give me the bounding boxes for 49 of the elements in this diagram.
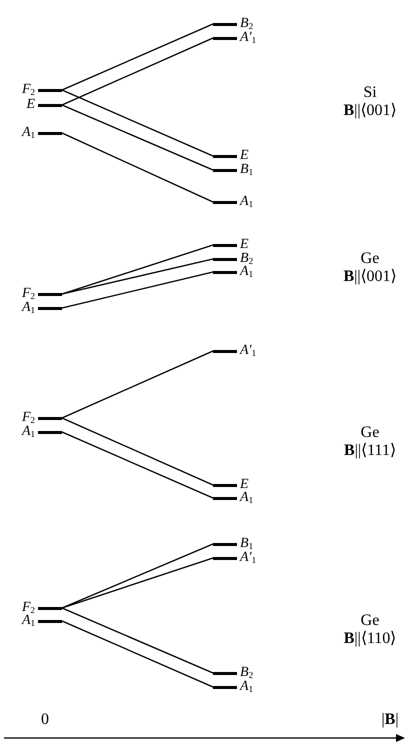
level-label: E bbox=[240, 149, 249, 163]
level-label: B$_{2}$ bbox=[240, 666, 254, 680]
panel-label: B||⟨001⟩ bbox=[343, 102, 397, 120]
level-label: A′$_{1}$ bbox=[240, 31, 256, 45]
level-label: A$_{1}$ bbox=[22, 614, 35, 628]
level-label: B$_{1}$ bbox=[240, 163, 254, 177]
transition-line bbox=[62, 620, 214, 688]
level-label: A$_{1}$ bbox=[22, 301, 35, 315]
transition-line bbox=[62, 89, 214, 157]
level-label: B$_{2}$ bbox=[240, 252, 254, 266]
panel-label: Ge bbox=[360, 250, 380, 268]
panel-label: Ge bbox=[360, 424, 380, 442]
level-label: F$_{2}$ bbox=[22, 411, 35, 425]
panel-label: Si bbox=[363, 84, 377, 102]
transition-line bbox=[62, 271, 214, 309]
level-label: A$_{1}$ bbox=[22, 126, 35, 140]
transition-line bbox=[62, 350, 214, 419]
transition-line bbox=[62, 417, 214, 486]
level-label: B$_{2}$ bbox=[240, 17, 254, 31]
transition-line bbox=[62, 104, 214, 171]
panel-label: Ge bbox=[360, 612, 380, 630]
transition-line bbox=[62, 244, 214, 295]
level-label: F$_{2}$ bbox=[22, 601, 35, 615]
level-label: A$_{1}$ bbox=[240, 680, 254, 694]
level-label: E bbox=[240, 478, 249, 492]
level-label: F$_{2}$ bbox=[22, 83, 35, 97]
transition-line bbox=[62, 37, 214, 106]
transition-line bbox=[62, 557, 214, 609]
level-label: A′$_{1}$ bbox=[240, 344, 256, 358]
level-label: A′$_{1}$ bbox=[240, 551, 256, 565]
level-label: E bbox=[26, 98, 35, 112]
level-label: A$_{1}$ bbox=[240, 491, 254, 505]
transition-line bbox=[62, 431, 214, 499]
transition-line bbox=[62, 258, 214, 295]
panel-label: B||⟨110⟩ bbox=[344, 630, 396, 648]
panel-label: B||⟨001⟩ bbox=[343, 268, 397, 286]
transition-line bbox=[62, 132, 214, 203]
transition-line bbox=[62, 543, 214, 609]
panel-label: B||⟨111⟩ bbox=[344, 442, 396, 460]
transition-line bbox=[62, 607, 214, 674]
level-label: A$_{1}$ bbox=[240, 195, 254, 209]
level-label: E bbox=[240, 238, 249, 252]
axis-label: 0 bbox=[41, 711, 49, 729]
level-label: F$_{2}$ bbox=[22, 287, 35, 301]
level-label: A$_{1}$ bbox=[22, 425, 35, 439]
axis-label: |B| bbox=[381, 711, 399, 729]
level-label: B$_{1}$ bbox=[240, 537, 254, 551]
level-label: A$_{1}$ bbox=[240, 265, 254, 279]
transition-line bbox=[62, 23, 214, 91]
